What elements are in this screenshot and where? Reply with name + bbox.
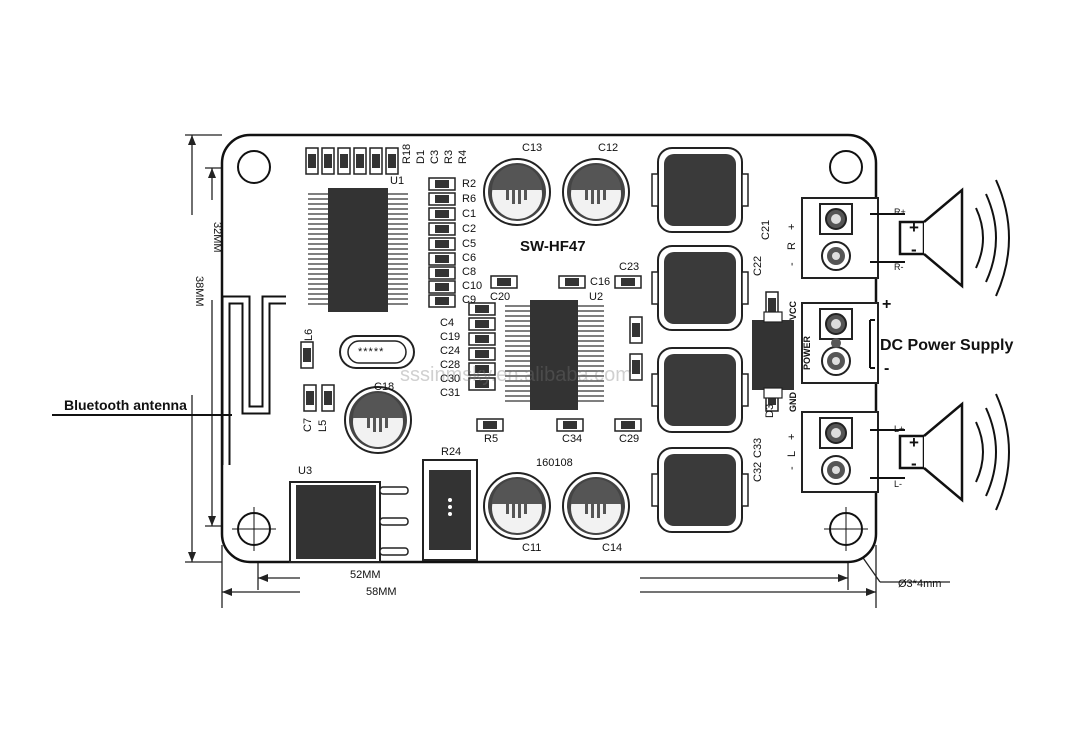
c13-label: C13 [522, 142, 543, 154]
col-label-5: C6 [462, 252, 477, 264]
r-minus-label: R- [894, 262, 904, 272]
r24-label: R24 [441, 446, 462, 458]
l6-label: L6 [303, 328, 315, 341]
board-name: SW-HF47 [520, 238, 586, 255]
top-label-2: C3 [429, 149, 441, 164]
power-minus: - [884, 360, 890, 377]
u3-label: U3 [298, 465, 313, 477]
col-label-8: C9 [462, 294, 477, 306]
left-l-label: L [786, 450, 798, 457]
left-label-2: C24 [440, 345, 461, 357]
speaker-r-minus: - [911, 240, 917, 259]
r-plus-label: R+ [894, 207, 906, 217]
width-outer-dim: 58MM [366, 586, 397, 598]
u2-label: U2 [589, 291, 604, 303]
power-label: POWER [802, 335, 812, 370]
c21-label: C21 [760, 219, 772, 240]
left-label-3: C28 [440, 359, 461, 371]
right-plus-label: + [786, 223, 798, 230]
c16-label: C16 [590, 276, 611, 288]
speaker-l-minus: - [911, 454, 917, 473]
col-label-6: C8 [462, 266, 477, 278]
bluetooth-antenna-callout: Bluetooth antenna [64, 397, 187, 413]
c22-label: C22 [752, 255, 764, 276]
c12-label: C12 [598, 142, 619, 154]
top-label-4: R4 [457, 149, 469, 164]
left-label-5: C31 [440, 387, 461, 399]
c7-label: C7 [302, 417, 314, 432]
col-label-0: R2 [462, 178, 477, 190]
speaker-l-plus: + [909, 433, 919, 452]
top-label-3: R3 [443, 149, 455, 164]
col-label-7: C10 [462, 280, 483, 292]
width-inner-dim: 52MM [350, 569, 381, 581]
speaker-r-plus: + [909, 218, 919, 237]
c29-label: C29 [619, 433, 640, 445]
chip-mark: ***** [358, 346, 385, 358]
l-plus-label: L+ [894, 424, 905, 434]
c20-label: C20 [490, 291, 511, 303]
l5-label: L5 [317, 419, 329, 432]
top-label-1: D1 [415, 149, 427, 164]
col-label-1: R6 [462, 193, 477, 205]
gnd-label: GND [788, 392, 798, 412]
left-label-1: C19 [440, 331, 461, 343]
watermark: sssinmsky.en.alibaba.com [400, 364, 632, 386]
top-label-0: R18 [401, 143, 413, 164]
c34-label: C34 [562, 433, 583, 445]
hole-dim: Ø3*4mm [898, 578, 942, 590]
col-label-2: C1 [462, 208, 477, 220]
c32-label: C32 [752, 461, 764, 482]
c11-label: C11 [522, 542, 542, 554]
left-plus-label: + [786, 433, 798, 440]
date-code: 160108 [536, 457, 573, 469]
height-outer-dim: 38MM [193, 276, 205, 307]
right-minus-label: - [786, 262, 798, 266]
d3-label: D3 [764, 403, 776, 418]
height-inner-dim: 32MM [211, 222, 223, 253]
left-label-4: C30 [440, 373, 461, 385]
right-r-label: R [786, 242, 798, 250]
col-label-4: C5 [462, 238, 477, 250]
power-plus: + [882, 296, 892, 313]
dc-power-supply-callout: DC Power Supply [880, 337, 1014, 354]
col-label-3: C2 [462, 223, 477, 235]
c14-label: C14 [602, 542, 623, 554]
u1-label: U1 [390, 175, 405, 187]
left-label-0: C4 [440, 317, 455, 329]
left-minus-label: - [786, 466, 798, 470]
r5-label: R5 [484, 433, 499, 445]
c23-label: C23 [619, 261, 640, 273]
c33-label: C33 [752, 437, 764, 458]
c18-label: C18 [374, 381, 395, 393]
vcc-label: VCC [788, 300, 798, 320]
l-minus-label: L- [894, 479, 903, 489]
